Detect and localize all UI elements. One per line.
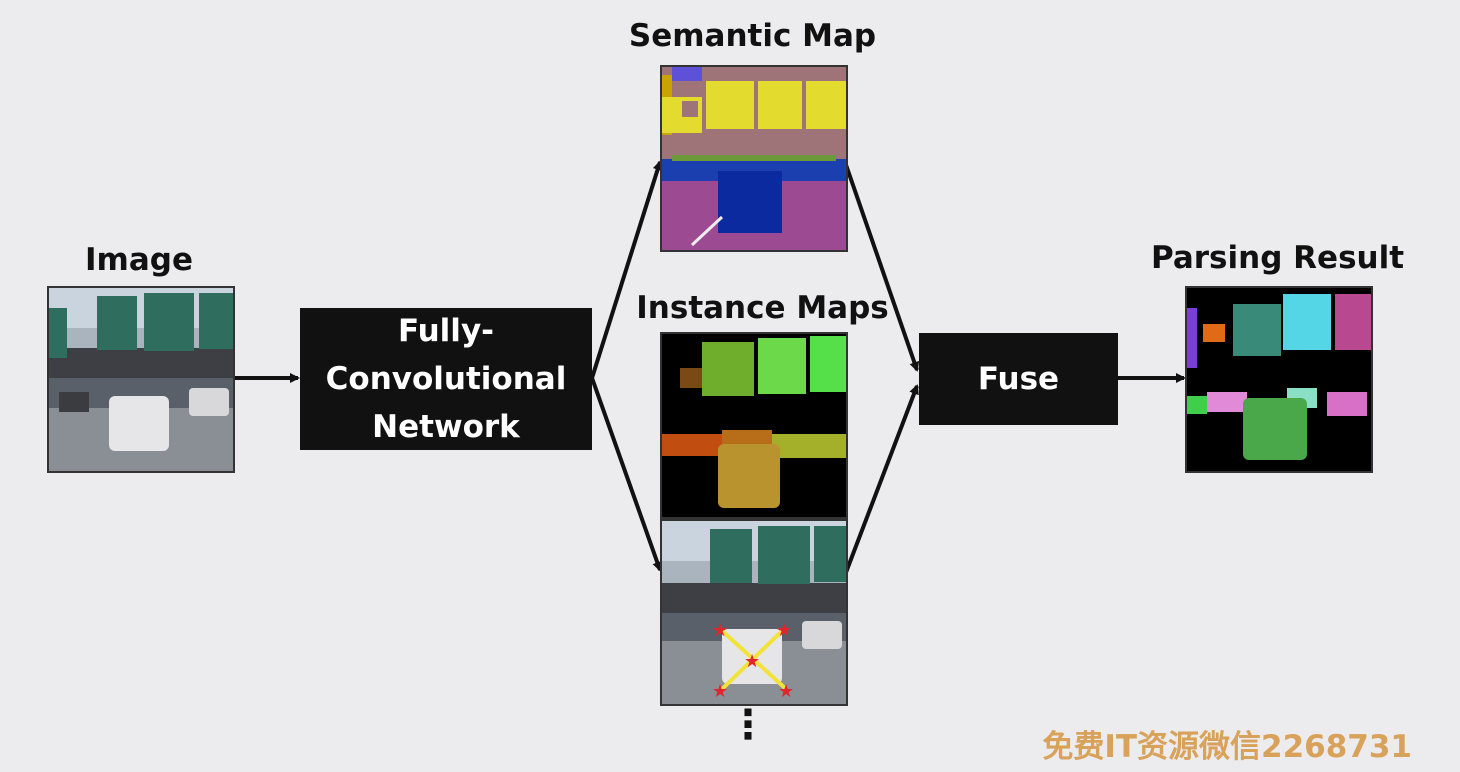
- parsing-result-label: Parsing Result: [1150, 240, 1405, 276]
- keypoint-star-tl: ★: [712, 620, 728, 641]
- semantic-map-image: [660, 65, 848, 252]
- parsing-result-image: [1185, 286, 1373, 473]
- keypoint-star-c: ★: [744, 651, 760, 672]
- input-image: [47, 286, 235, 473]
- arrow-fcn-to-instance: [590, 377, 663, 572]
- keypoint-line-2: [718, 627, 786, 693]
- watermark: 免费IT资源微信2268731: [1042, 729, 1412, 765]
- arrow-fcn-to-semantic: [590, 160, 663, 379]
- keypoint-star-tr: ★: [776, 620, 792, 641]
- instance-maps-label: Instance Maps: [636, 290, 889, 326]
- fcn-line-1: Fully-: [397, 313, 495, 349]
- keypoint-image: ★ ★ ★ ★ ★: [660, 519, 848, 706]
- arrow-semantic-to-fuse: [843, 161, 920, 372]
- image-label: Image: [85, 242, 193, 278]
- semantic-map-label: Semantic Map: [628, 18, 877, 54]
- more-indicator: ⋮: [728, 702, 768, 748]
- fcn-line-3: Network: [372, 409, 520, 445]
- fcn-box: Fully- Convolutional Network: [300, 308, 592, 450]
- arrow-instance-to-fuse: [843, 384, 919, 576]
- keypoint-star-bl: ★: [712, 681, 728, 702]
- fcn-line-2: Convolutional: [325, 361, 567, 397]
- keypoint-star-br: ★: [778, 681, 794, 702]
- instance-map-image: [660, 332, 848, 519]
- fuse-box: Fuse: [919, 333, 1118, 425]
